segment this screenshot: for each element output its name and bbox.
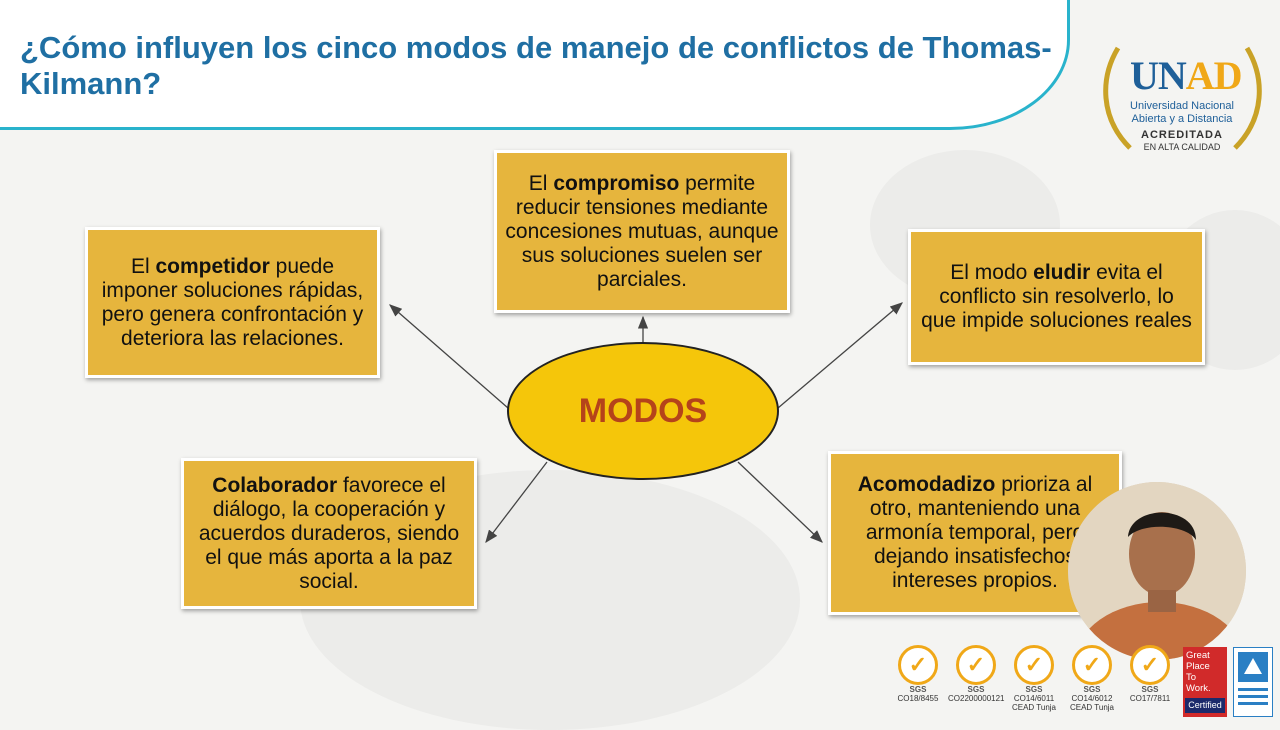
icontec-badge	[1233, 647, 1273, 717]
center-label: MODOS	[578, 391, 708, 430]
logo-brand: UNAD	[1130, 52, 1243, 99]
node-competidor-text: El competidor puede imponer soluciones r…	[101, 254, 364, 350]
certification-badges: ✓ SGS CO18/8455 ✓ SGS CO2200000121 ✓ SGS…	[890, 645, 1280, 720]
node-eludir: El modo eludir evita el conflicto sin re…	[908, 229, 1205, 365]
check-icon: ✓	[1024, 652, 1044, 677]
arrow-to-colaborador	[485, 461, 548, 544]
sgs-badge: ✓ SGS CO17/7811	[1122, 645, 1178, 703]
check-icon: ✓	[1082, 652, 1102, 677]
arrow-to-eludir	[777, 302, 903, 409]
node-colaborador: Colaborador favorece el diálogo, la coop…	[181, 458, 477, 609]
logo-line1: Universidad Nacional	[1130, 100, 1234, 112]
slide-title: ¿Cómo influyen los cinco modos de manejo…	[20, 30, 1052, 101]
node-colaborador-text: Colaborador favorece el diálogo, la coop…	[198, 473, 460, 593]
node-acomodadizo: Acomodadizo prioriza al otro, manteniend…	[828, 451, 1122, 615]
logo-line3: ACREDITADA	[1141, 129, 1223, 141]
check-icon: ✓	[966, 652, 986, 677]
presenter-figure	[1068, 482, 1246, 660]
node-competidor: El competidor puede imponer soluciones r…	[85, 227, 380, 378]
sgs-badge: ✓ SGS CO14/6012 CEAD Tunja	[1064, 645, 1120, 712]
icontec-icon	[1238, 652, 1268, 705]
title-band	[0, 0, 1070, 130]
check-icon: ✓	[1140, 652, 1160, 677]
arrow-to-competidor	[389, 304, 509, 409]
sgs-badge: ✓ SGS CO2200000121	[948, 645, 1005, 703]
presenter-video	[1068, 482, 1246, 660]
unad-logo: UNAD Universidad Nacional Abierta y a Di…	[1100, 38, 1265, 156]
sgs-badge: ✓ SGS CO18/8455	[890, 645, 946, 703]
center-ellipse: MODOS	[507, 342, 779, 480]
sgs-badge: ✓ SGS CO14/6011 CEAD Tunja	[1006, 645, 1062, 712]
laurel-icon	[1103, 46, 1262, 150]
arrow-to-acomodadizo	[737, 461, 823, 543]
check-icon: ✓	[908, 652, 928, 677]
logo-line4: EN ALTA CALIDAD	[1143, 142, 1221, 152]
logo-brand-un: UN	[1130, 53, 1187, 98]
node-eludir-text: El modo eludir evita el conflicto sin re…	[921, 261, 1192, 332]
node-compromiso: El compromiso permite reducir tensiones …	[494, 150, 790, 313]
logo-line2: Abierta y a Distancia	[1131, 113, 1233, 125]
logo-brand-ad: AD	[1185, 53, 1243, 98]
node-compromiso-text: El compromiso permite reducir tensiones …	[505, 171, 779, 291]
great-place-to-work-badge: Great Place To Work. Certified	[1183, 647, 1227, 717]
node-acomodadizo-text: Acomodadizo prioriza al otro, manteniend…	[857, 473, 1093, 592]
